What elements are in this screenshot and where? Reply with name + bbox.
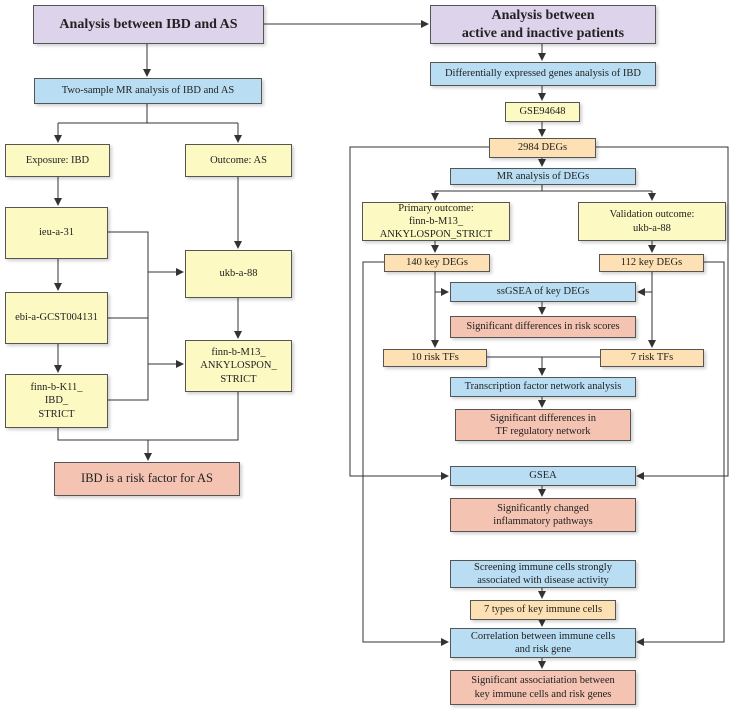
ebi-box: ebi-a-GCST004131 bbox=[5, 292, 108, 344]
tf10-text: 10 risk TFs bbox=[411, 352, 459, 364]
finn-ibd-text: finn-b-K11_ IBD_ STRICT bbox=[30, 382, 83, 420]
outcome-box: Outcome: AS bbox=[185, 144, 292, 177]
ieu-box: ieu-a-31 bbox=[5, 207, 108, 259]
mr-degs-text: MR analysis of DEGs bbox=[496, 170, 590, 182]
validation-outcome-box: Validation outcome: ukb-a-88 bbox=[578, 202, 726, 241]
right-title-text: Analysis between active and inactive pat… bbox=[461, 8, 625, 41]
key-112-box: 112 key DEGs bbox=[599, 254, 704, 272]
tf7-box: 7 risk TFs bbox=[600, 349, 704, 367]
two-sample-mr-box: Two-sample MR analysis of IBD and AS bbox=[34, 78, 262, 104]
inflam-text: Significantly changed inflammatory pathw… bbox=[493, 502, 593, 527]
outcome-text: Outcome: AS bbox=[210, 154, 267, 166]
ssgsea-text: ssGSEA of key DEGs bbox=[496, 286, 590, 298]
key-140-text: 140 key DEGs bbox=[406, 257, 468, 269]
deg-analysis-text: Differentially expressed genes analysis … bbox=[444, 68, 642, 80]
risk-factor-result-text: IBD is a risk factor for AS bbox=[81, 471, 213, 486]
gse-text: GSE94648 bbox=[519, 106, 566, 118]
primary-outcome-text: Primary outcome: finn-b-M13_ ANKYLOSPON_… bbox=[379, 202, 493, 241]
exposure-box: Exposure: IBD bbox=[5, 144, 110, 177]
finn-ibd-box: finn-b-K11_ IBD_ STRICT bbox=[5, 374, 108, 428]
exposure-text: Exposure: IBD bbox=[25, 154, 90, 166]
tf7-text: 7 risk TFs bbox=[630, 352, 674, 364]
gsea-text: GSEA bbox=[529, 470, 557, 482]
correlation-text: Correlation between immune cells and ris… bbox=[470, 630, 616, 655]
left-title-text: Analysis between IBD and AS bbox=[59, 16, 238, 32]
mr-degs-box: MR analysis of DEGs bbox=[450, 168, 636, 185]
finn-ank-text: finn-b-M13_ ANKYLOSPON_ STRICT bbox=[200, 347, 277, 385]
sig-risk-text: Significant differences in risk scores bbox=[466, 321, 620, 333]
seven-cells-text: 7 types of key immune cells bbox=[483, 604, 603, 616]
sig-assoc-box: Significant associatiation between key i… bbox=[450, 670, 636, 705]
sig-tf-text: Significant differences in TF regulatory… bbox=[490, 412, 596, 437]
tf-network-box: Transcription factor network analysis bbox=[450, 377, 636, 397]
deg-analysis-box: Differentially expressed genes analysis … bbox=[430, 62, 656, 86]
seven-cells-box: 7 types of key immune cells bbox=[470, 600, 616, 620]
ieu-text: ieu-a-31 bbox=[39, 227, 74, 239]
sig-tf-box: Significant differences in TF regulatory… bbox=[455, 409, 631, 441]
degs-box: 2984 DEGs bbox=[489, 138, 596, 158]
risk-factor-result-box: IBD is a risk factor for AS bbox=[54, 462, 240, 496]
screen-immune-text: Screening immune cells strongly associat… bbox=[474, 561, 612, 586]
key-140-box: 140 key DEGs bbox=[384, 254, 490, 272]
tf-network-text: Transcription factor network analysis bbox=[464, 381, 622, 393]
left-title-box: Analysis between IBD and AS bbox=[33, 5, 264, 44]
sig-assoc-text: Significant associatiation between key i… bbox=[471, 675, 615, 700]
gsea-box: GSEA bbox=[450, 466, 636, 486]
gse-box: GSE94648 bbox=[505, 102, 580, 122]
screen-immune-box: Screening immune cells strongly associat… bbox=[450, 560, 636, 588]
two-sample-mr-text: Two-sample MR analysis of IBD and AS bbox=[61, 85, 235, 97]
ukb-box: ukb-a-88 bbox=[185, 250, 292, 298]
ukb-text: ukb-a-88 bbox=[219, 268, 258, 280]
key-112-text: 112 key DEGs bbox=[620, 257, 683, 269]
sig-risk-box: Significant differences in risk scores bbox=[450, 316, 636, 338]
degs-text: 2984 DEGs bbox=[517, 142, 568, 154]
finn-ank-box: finn-b-M13_ ANKYLOSPON_ STRICT bbox=[185, 340, 292, 392]
inflam-box: Significantly changed inflammatory pathw… bbox=[450, 498, 636, 532]
ebi-text: ebi-a-GCST004131 bbox=[15, 312, 98, 324]
primary-outcome-box: Primary outcome: finn-b-M13_ ANKYLOSPON_… bbox=[362, 202, 510, 241]
validation-outcome-text: Validation outcome: ukb-a-88 bbox=[609, 209, 695, 234]
right-title-box: Analysis between active and inactive pat… bbox=[430, 5, 656, 44]
ssgsea-box: ssGSEA of key DEGs bbox=[450, 282, 636, 302]
correlation-box: Correlation between immune cells and ris… bbox=[450, 628, 636, 658]
tf10-box: 10 risk TFs bbox=[383, 349, 487, 367]
